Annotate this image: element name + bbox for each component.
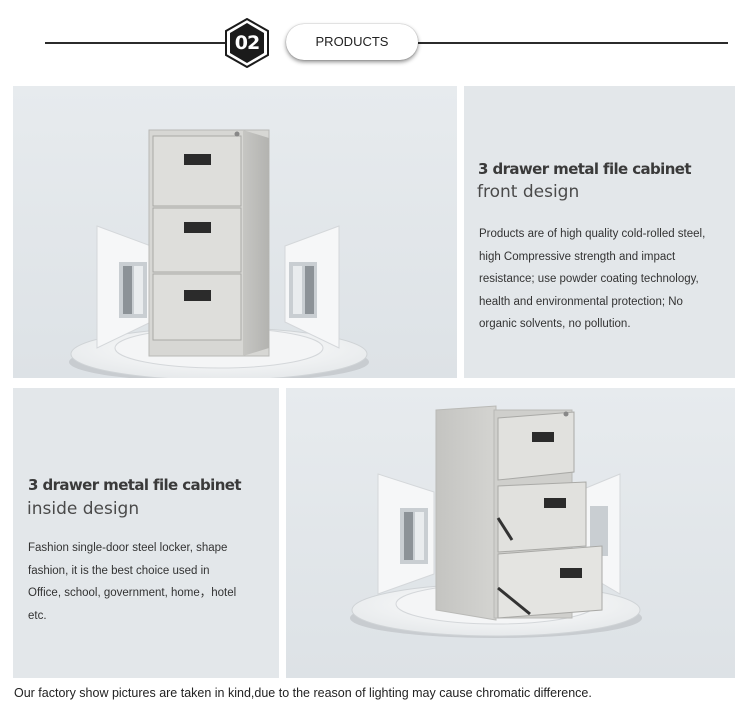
front-design-description: Products are of high quality cold-rolled… xyxy=(479,223,735,336)
description-line: organic solvents, no pollution. xyxy=(479,318,631,330)
inside-design-image xyxy=(286,388,735,678)
section-number: 02 xyxy=(234,32,260,54)
description-line: etc. xyxy=(28,609,47,622)
description-line: health and environmental protection; No xyxy=(479,295,683,308)
description-line: resistance; use powder coating technolog… xyxy=(479,273,699,285)
inside-design-subtitle: inside design xyxy=(27,499,140,519)
description-line: Fashion single-door steel locker, shape xyxy=(28,542,228,554)
header-rule-right xyxy=(418,42,728,44)
inside-design-panel: 3 drawer metal file cabinet inside desig… xyxy=(13,388,279,678)
inside-design-description: Fashion single-door steel locker, shape … xyxy=(28,537,278,627)
inside-design-title: 3 drawer metal file cabinet xyxy=(28,476,242,494)
footer-note: Our factory show pictures are taken in k… xyxy=(14,686,592,700)
front-design-subtitle: front design xyxy=(477,182,580,202)
hexagon-badge-icon xyxy=(225,18,269,68)
front-design-panel: 3 drawer metal file cabinet front design… xyxy=(464,86,735,378)
description-line: high Compressive strength and impact xyxy=(479,250,676,263)
section-label: PRODUCTS xyxy=(286,24,418,60)
description-line: Products are of high quality cold-rolled… xyxy=(479,228,706,240)
description-line: Office, school, government, home，hotel xyxy=(28,587,237,599)
header-rule-left xyxy=(45,42,230,44)
front-design-image xyxy=(13,86,457,378)
description-line: fashion, it is the best choice used in xyxy=(28,564,210,577)
front-design-title: 3 drawer metal file cabinet xyxy=(478,160,692,178)
